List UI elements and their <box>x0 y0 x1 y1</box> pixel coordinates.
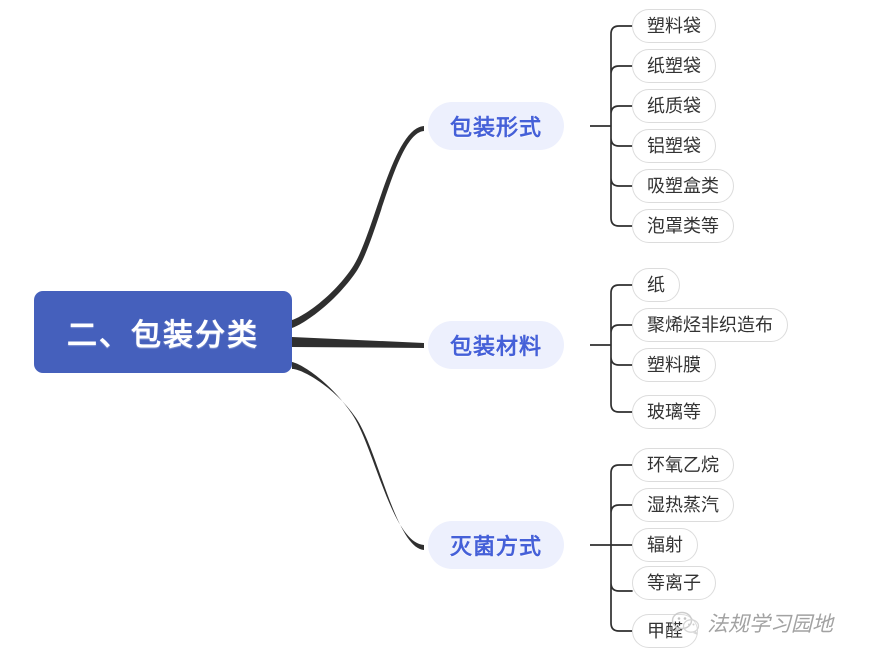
leaf-node[interactable]: 纸 <box>632 268 680 302</box>
watermark: 法规学习园地 <box>670 608 833 638</box>
leaf-node-label: 等离子 <box>647 573 701 593</box>
leaf-node-label: 纸质袋 <box>647 96 701 116</box>
leaf-node-label: 塑料膜 <box>647 355 701 375</box>
edge-branch-3-tree <box>610 464 633 632</box>
leaf-node[interactable]: 塑料膜 <box>632 348 716 382</box>
leaf-node[interactable]: 等离子 <box>632 566 716 600</box>
leaf-node[interactable]: 纸质袋 <box>632 89 716 123</box>
leaf-node-label: 辐射 <box>647 535 683 555</box>
leaf-node[interactable]: 辐射 <box>632 528 698 562</box>
leaf-node-label: 湿热蒸汽 <box>647 495 719 515</box>
leaf-node-label: 玻璃等 <box>647 402 701 422</box>
leaf-node[interactable]: 纸塑袋 <box>632 49 716 83</box>
wechat-icon <box>670 610 700 636</box>
leaf-node-label: 环氧乙烷 <box>647 455 719 475</box>
leaf-node[interactable]: 塑料袋 <box>632 9 716 43</box>
leaf-node[interactable]: 泡罩类等 <box>632 209 734 243</box>
branch-node-label: 包装形式 <box>450 115 543 140</box>
edge-root-to-branch-2 <box>292 337 424 348</box>
leaf-node-label: 泡罩类等 <box>647 216 719 236</box>
leaf-node-label: 纸塑袋 <box>647 56 701 76</box>
branch-node-label: 灭菌方式 <box>450 534 543 559</box>
edge-root-to-branch-1 <box>292 126 424 328</box>
leaf-node-label: 塑料袋 <box>647 16 701 36</box>
branch-node-packaging-form[interactable]: 包装形式 <box>428 102 565 150</box>
leaf-node-label: 甲醛 <box>647 621 683 641</box>
root-node[interactable]: 二、包装分类 <box>34 291 292 373</box>
leaf-node[interactable]: 铝塑袋 <box>632 129 716 163</box>
leaf-node[interactable]: 环氧乙烷 <box>632 448 734 482</box>
root-node-label: 二、包装分类 <box>67 319 259 352</box>
branch-node-sterilization-method[interactable]: 灭菌方式 <box>428 521 565 569</box>
branch-node-packaging-material[interactable]: 包装材料 <box>428 321 565 369</box>
watermark-text: 法规学习园地 <box>707 612 833 636</box>
leaf-node[interactable]: 吸塑盒类 <box>632 169 734 203</box>
edge-branch-2-tree <box>610 284 633 413</box>
edge-branch-1-tree <box>610 25 633 227</box>
leaf-node-label: 铝塑袋 <box>647 136 701 156</box>
leaf-node-label: 聚烯烃非织造布 <box>647 315 773 335</box>
leaf-node[interactable]: 聚烯烃非织造布 <box>632 308 788 342</box>
edge-root-to-branch-3 <box>292 362 424 550</box>
branch-node-label: 包装材料 <box>450 334 543 359</box>
leaf-node-label: 吸塑盒类 <box>647 176 719 196</box>
leaf-node[interactable]: 湿热蒸汽 <box>632 488 734 522</box>
leaf-node-label: 纸 <box>647 275 665 295</box>
leaf-node[interactable]: 玻璃等 <box>632 395 716 429</box>
